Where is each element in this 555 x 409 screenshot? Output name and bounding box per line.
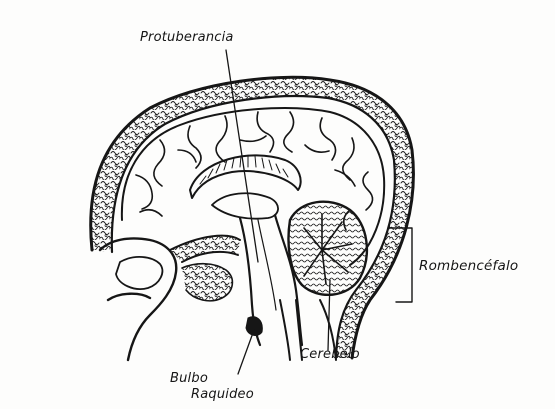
medulla-mark [246,317,262,336]
label-bulbo-line2: Raquideo [191,387,254,402]
label-cerebelo: Cerebelo [300,347,360,362]
label-rombencefalo: Rombencéfalo [419,258,518,274]
nasal-cavity [116,257,162,289]
thalamus [212,193,278,218]
skull-base-band [170,236,240,262]
brainstem-inner [258,220,276,310]
label-bulbo-line1: Bulbo [170,371,208,386]
face-shading [182,264,232,301]
label-protuberancia: Protuberancia [140,30,234,45]
leader-bulbo [238,330,254,374]
